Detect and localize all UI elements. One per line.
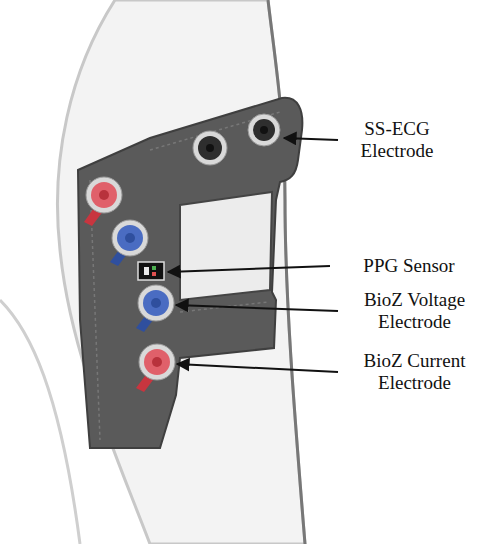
bioz-current-electrode	[84, 177, 122, 226]
armband	[78, 98, 302, 448]
bioz-current-electrode	[136, 344, 175, 392]
leader-line	[168, 138, 338, 372]
ecg-electrode	[193, 114, 280, 165]
part-label: BioZ Voltage Electrode	[342, 289, 487, 333]
bioz-voltage-electrode	[136, 285, 174, 332]
ppg-sensor	[138, 262, 164, 280]
part-label: BioZ Current Electrode	[342, 350, 487, 394]
torso-outline	[0, 300, 80, 544]
part-label: PPG Sensor	[334, 255, 484, 277]
part-label: SS-ECG Electrode	[342, 118, 452, 162]
band-window	[180, 192, 272, 300]
bioz-voltage-electrode	[110, 220, 148, 266]
